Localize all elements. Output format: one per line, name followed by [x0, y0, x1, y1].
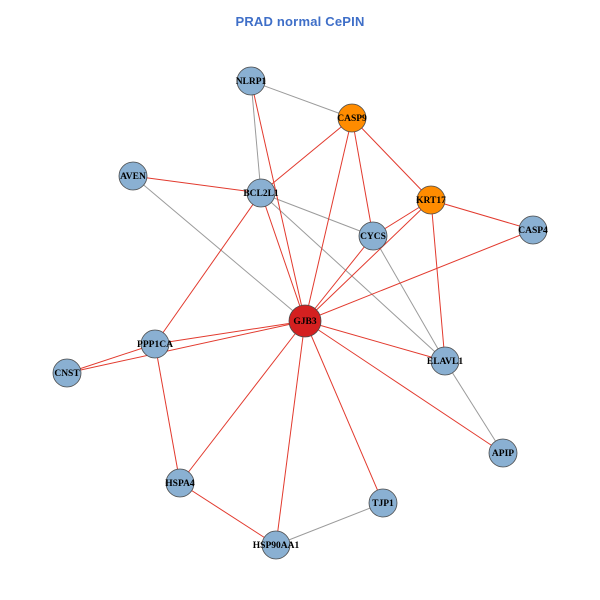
node-label-NLRP1: NLRP1: [236, 77, 267, 87]
node-NLRP1: [236, 66, 266, 96]
node-BCL2L1: [246, 178, 276, 208]
edge-CASP9-BCL2L1: [260, 117, 353, 194]
edge-PPP1CA-HSPA4: [154, 343, 181, 484]
edge-HSPA4-HSP90AA1: [179, 482, 277, 546]
node-CASP4: [518, 215, 548, 245]
edge-PPP1CA-CNST: [66, 343, 156, 374]
node-KRT17: [416, 185, 446, 215]
node-label-CASP9: CASP9: [337, 114, 367, 124]
edge-GJB3-BCL2L1: [260, 192, 306, 322]
chart-title: PRAD normal CePIN: [235, 14, 365, 29]
edge-CASP9-KRT17: [351, 117, 432, 201]
edge-BCL2L1-PPP1CA: [154, 192, 262, 345]
node-APIP: [488, 438, 518, 468]
node-HSP90AA1: [261, 530, 291, 560]
edge-GJB3-CASP4: [304, 229, 534, 322]
edge-CYCS-ELAVL1: [372, 235, 446, 362]
node-label-HSPA4: HSPA4: [165, 479, 195, 489]
edge-GJB3-CASP9: [304, 117, 353, 322]
node-label-KRT17: KRT17: [416, 196, 446, 206]
edge-GJB3-PPP1CA: [154, 320, 306, 345]
edge-TJP1-HSP90AA1: [275, 502, 384, 546]
node-label-PPP1CA: PPP1CA: [137, 340, 173, 350]
node-label-BCL2L1: BCL2L1: [243, 189, 279, 199]
node-CNST: [52, 358, 82, 388]
edge-KRT17-CASP4: [430, 199, 534, 231]
edge-GJB3-CNST: [66, 320, 306, 374]
edge-ELAVL1-APIP: [444, 360, 504, 454]
node-label-GJB3: GJB3: [293, 317, 316, 327]
node-label-APIP: APIP: [492, 449, 514, 459]
edge-AVEN-GJB3: [132, 175, 306, 322]
edge-CASP9-CYCS: [351, 117, 374, 237]
node-label-CNST: CNST: [54, 369, 80, 379]
edge-NLRP1-CASP9: [250, 80, 353, 119]
node-TJP1: [368, 488, 398, 518]
edge-NLRP1-BCL2L1: [250, 80, 262, 194]
edge-BCL2L1-ELAVL1: [260, 192, 446, 362]
node-CYCS: [358, 221, 388, 251]
node-AVEN: [118, 161, 148, 191]
node-label-CYCS: CYCS: [360, 232, 386, 242]
node-label-CASP4: CASP4: [518, 226, 548, 236]
edge-GJB3-ELAVL1: [304, 320, 446, 362]
edge-BCL2L1-CYCS: [260, 192, 374, 237]
node-GJB3: [288, 304, 322, 338]
node-label-AVEN: AVEN: [120, 172, 146, 182]
edge-GJB3-CYCS: [304, 235, 374, 322]
edge-GJB3-APIP: [304, 320, 504, 454]
node-PPP1CA: [140, 329, 170, 359]
node-label-HSP90AA1: HSP90AA1: [253, 541, 300, 551]
node-CASP9: [337, 103, 367, 133]
edge-GJB3-KRT17: [304, 199, 432, 322]
edge-KRT17-ELAVL1: [430, 199, 446, 362]
edge-GJB3-HSPA4: [179, 320, 306, 484]
node-label-TJP1: TJP1: [372, 499, 394, 509]
edge-GJB3-TJP1: [304, 320, 384, 504]
edge-GJB3-HSP90AA1: [275, 320, 306, 546]
node-ELAVL1: [430, 346, 460, 376]
edge-AVEN-BCL2L1: [132, 175, 262, 194]
node-HSPA4: [165, 468, 195, 498]
node-label-ELAVL1: ELAVL1: [427, 357, 464, 367]
edge-GJB3-NLRP1: [250, 80, 306, 322]
